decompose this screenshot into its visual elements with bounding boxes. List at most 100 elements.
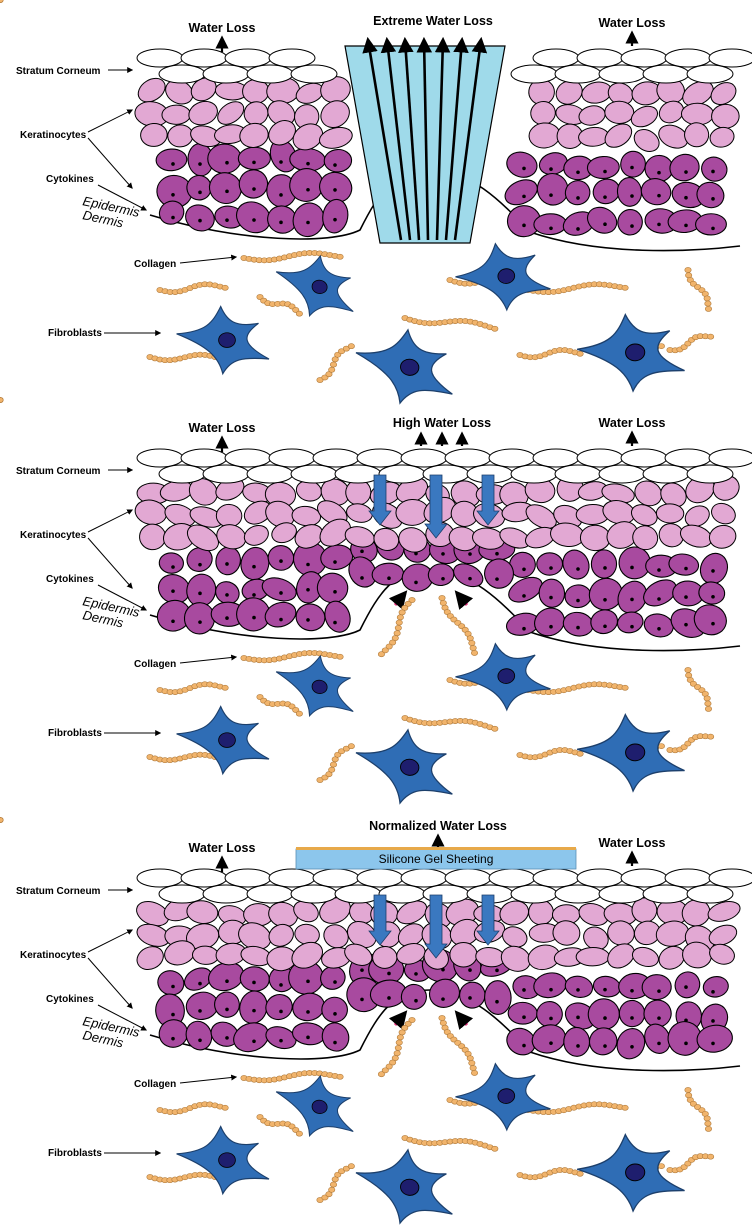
keratinocyte-cell bbox=[499, 900, 530, 926]
keratinocyte-cell bbox=[289, 168, 324, 202]
keratinocyte-cell bbox=[161, 104, 192, 125]
fibroblast-cell bbox=[176, 1125, 270, 1196]
fibroblast-cell bbox=[176, 305, 270, 376]
collagen-fiber bbox=[240, 250, 344, 264]
keratinocyte-cell bbox=[238, 169, 269, 199]
label-collagen: Collagen bbox=[134, 1079, 176, 1090]
keratinocyte-cell bbox=[449, 942, 478, 968]
keratinocyte-cell bbox=[643, 613, 674, 638]
keratinocyte-cell bbox=[237, 146, 271, 171]
cell-nucleus bbox=[360, 968, 364, 972]
keratinocyte-cell bbox=[346, 503, 373, 523]
corneocyte bbox=[620, 868, 668, 888]
keratinocyte-cell bbox=[607, 943, 635, 969]
corneocyte bbox=[642, 884, 690, 904]
cell-nucleus bbox=[576, 567, 580, 571]
corneocyte bbox=[444, 868, 492, 888]
cell-nucleus bbox=[711, 621, 715, 626]
keratinocyte-cell bbox=[562, 611, 594, 637]
keratinocyte-cell bbox=[630, 105, 658, 128]
cell-nucleus bbox=[171, 1012, 175, 1017]
keratinocyte-cell bbox=[167, 124, 194, 148]
pointer-keratinocytes bbox=[87, 509, 134, 533]
keratinocyte-cell bbox=[658, 523, 685, 548]
corneocyte bbox=[554, 464, 602, 484]
evaporation-arrow bbox=[380, 36, 412, 241]
keratinocyte-cell bbox=[616, 1028, 646, 1060]
collagen-fiber bbox=[256, 694, 303, 717]
cell-nucleus bbox=[441, 576, 445, 581]
keratinocyte-cell bbox=[680, 102, 715, 126]
fibroblast-nucleus bbox=[625, 743, 646, 762]
cell-nucleus bbox=[522, 988, 526, 992]
keratinocyte-cell bbox=[684, 505, 710, 528]
cell-nucleus bbox=[468, 996, 472, 1000]
corneocyte bbox=[554, 64, 602, 84]
keratinocyte-signal-arrow bbox=[368, 894, 392, 946]
stratum-corneum bbox=[136, 48, 752, 84]
keratinocyte-cell bbox=[684, 122, 710, 148]
keratinocyte-cell bbox=[588, 1027, 618, 1056]
keratinocyte-cell bbox=[373, 527, 400, 551]
keratinocyte-cell bbox=[506, 151, 538, 178]
cell-nucleus bbox=[522, 194, 526, 199]
fibroblast-cell bbox=[275, 654, 354, 718]
keratinocyte-cell bbox=[319, 518, 351, 547]
corneocyte bbox=[598, 64, 646, 84]
keratinocyte-cell bbox=[186, 524, 219, 552]
collagen-fiber bbox=[684, 667, 712, 712]
label-stratum-corneum: Stratum Corneum bbox=[16, 466, 101, 477]
sheet-backing bbox=[296, 847, 576, 850]
cell-nucleus bbox=[333, 163, 337, 167]
collagen-fiber bbox=[666, 1153, 715, 1174]
keratinocyte-cell bbox=[525, 504, 557, 530]
cell-nucleus bbox=[468, 576, 472, 581]
corneocyte bbox=[356, 448, 404, 468]
fibroblast-nucleus bbox=[625, 1163, 646, 1182]
right-water-loss-label: Water Loss bbox=[599, 16, 666, 30]
collagen-fiber bbox=[401, 715, 499, 732]
cell-nucleus bbox=[468, 968, 472, 972]
keratinocyte-cell bbox=[604, 100, 635, 124]
cell-nucleus bbox=[333, 980, 337, 984]
keratinocyte-cell bbox=[696, 1024, 733, 1053]
keratinocyte-cell bbox=[453, 563, 484, 588]
cell-nucleus bbox=[252, 564, 256, 569]
keratinocyte-cell bbox=[139, 523, 167, 551]
corneocyte bbox=[290, 64, 338, 84]
fibroblast-nucleus bbox=[497, 668, 516, 684]
collagen-fiber bbox=[156, 681, 229, 695]
keratinocyte-cell bbox=[291, 941, 324, 969]
cell-nucleus bbox=[279, 617, 283, 622]
fibroblast-cell bbox=[577, 313, 685, 393]
cell-nucleus bbox=[387, 576, 391, 581]
fibroblast-cell bbox=[455, 642, 551, 712]
corneocyte bbox=[202, 464, 250, 484]
keratinocyte-cell bbox=[633, 129, 660, 152]
cell-nucleus bbox=[657, 568, 661, 572]
pointer-collagen bbox=[179, 1074, 238, 1084]
corneocyte bbox=[576, 48, 624, 68]
corneocyte bbox=[400, 868, 448, 888]
cell-nucleus bbox=[279, 1009, 283, 1014]
keratinocyte-cell bbox=[158, 200, 185, 225]
keratinocyte-cell bbox=[158, 552, 184, 574]
cell-nucleus bbox=[279, 591, 283, 595]
keratinocyte-cell bbox=[295, 603, 326, 632]
collagen-fiber bbox=[256, 294, 303, 317]
cell-nucleus bbox=[576, 625, 580, 630]
cell-nucleus bbox=[603, 169, 607, 174]
cell-nucleus bbox=[576, 170, 580, 175]
cell-nucleus bbox=[603, 222, 607, 227]
keratinocyte-cell bbox=[564, 584, 592, 609]
keratinocyte-cell bbox=[711, 502, 736, 525]
keratinocyte-cell bbox=[708, 924, 738, 946]
cell-nucleus bbox=[279, 559, 283, 563]
keratinocyte-cell bbox=[604, 123, 633, 148]
cell-nucleus bbox=[171, 984, 175, 989]
cell-nucleus bbox=[279, 983, 283, 987]
keratinocyte-cell bbox=[702, 976, 729, 998]
